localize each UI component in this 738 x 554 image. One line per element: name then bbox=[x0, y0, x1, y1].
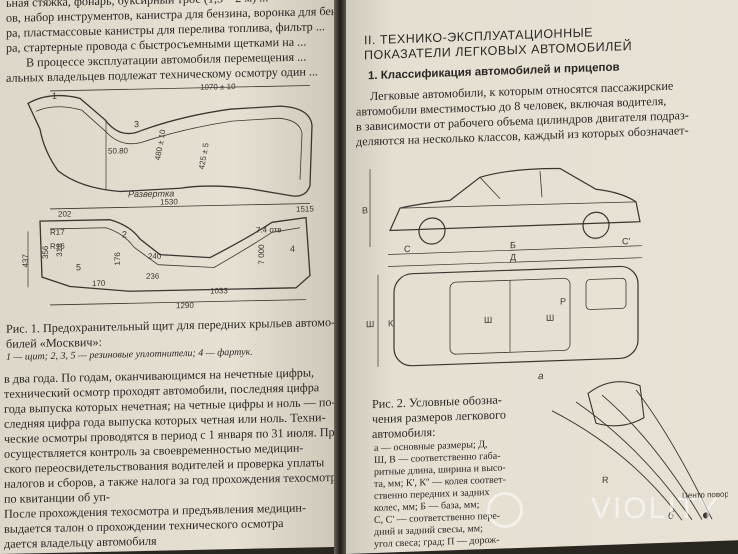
label-P: Р bbox=[560, 296, 566, 306]
part-3-label: 3 bbox=[134, 119, 139, 129]
rear-wheel bbox=[582, 211, 610, 239]
part-5-label: 5 bbox=[76, 262, 81, 272]
dim-318-label: 318 bbox=[55, 243, 64, 257]
label-K: К bbox=[388, 318, 394, 328]
part-4-label: 4 bbox=[290, 244, 295, 254]
dim-176-label: 176 bbox=[113, 252, 122, 266]
label-R: R bbox=[602, 475, 609, 485]
dim-1033-label: 1033 bbox=[210, 286, 228, 295]
part-2-label: 2 bbox=[122, 229, 127, 239]
label-B: Б bbox=[510, 240, 516, 250]
front-wheel bbox=[418, 217, 446, 245]
car-turning-outline bbox=[587, 381, 645, 427]
dim-1530-label: 1530 bbox=[160, 197, 178, 206]
dim-top-label: 1070 ± 10 bbox=[200, 82, 236, 92]
caption2-title-3: автомобиля: bbox=[372, 424, 436, 442]
label-b: б bbox=[668, 510, 674, 522]
watermark-logo-icon bbox=[487, 492, 523, 528]
r16-label: R16 bbox=[50, 242, 65, 251]
part-1-label: 1 bbox=[52, 91, 57, 101]
center-of-turn-label: Центр поворота bbox=[682, 489, 728, 500]
figure-1-shield-drawing: 1070 ± 10 50.80 480 ± 10 425 ± 5 Разверт… bbox=[21, 82, 314, 310]
car-side-body bbox=[389, 167, 641, 232]
label-Sh-seat-rear: Ш bbox=[546, 313, 554, 323]
label-D: Д bbox=[510, 252, 516, 262]
label-C: С bbox=[404, 244, 411, 254]
razvertka-label: Развертка bbox=[128, 188, 174, 199]
dim-7-4-label: 7.4 отв bbox=[256, 225, 282, 235]
dim-480-label: 480 ± 10 bbox=[153, 128, 167, 161]
right-page: II. ТЕХНИКО-ЭКСПЛУАТАЦИОННЫЕ ПОКАЗАТЕЛИ … bbox=[346, 0, 738, 554]
dim-1290-label: 1290 bbox=[176, 301, 194, 310]
dim-236-label: 236 bbox=[146, 272, 160, 281]
dim-1515-label: 1515 bbox=[296, 204, 314, 213]
label-V: В bbox=[362, 205, 368, 215]
caption-title: Рис. 1. Предохранительный щит для передн… bbox=[6, 314, 334, 336]
body-line-12: дается владельцу автомобиля bbox=[4, 533, 157, 551]
dim-356-label: 356 bbox=[41, 245, 50, 259]
label-Sh-seat-front: Ш bbox=[484, 315, 492, 325]
figure-2b-turning-radius: Центр поворота R б bbox=[551, 381, 728, 522]
car-top-body bbox=[393, 265, 639, 367]
left-page: ьная стяжка, фонарь, буксирный трос (1,5… bbox=[0, 0, 334, 554]
figure-2a-car-dimensions: В Б Д С С' Ш К Ш Ш Р а bbox=[362, 167, 642, 382]
dim-170-label: 170 bbox=[92, 279, 106, 288]
label-Sh: Ш bbox=[366, 319, 374, 329]
dim-240-label: 240 bbox=[148, 252, 162, 261]
dim-7000-label: 7 000 bbox=[257, 244, 266, 265]
subheading: 1. Классификация автомобилей и прицепов bbox=[368, 61, 620, 83]
dim-5080-label: 50.80 bbox=[108, 146, 129, 155]
caption2-title-2: чения размеров легкового bbox=[372, 407, 506, 427]
label-a: а bbox=[538, 371, 544, 382]
watermark: VIOLITY bbox=[590, 492, 720, 525]
r17-label: R17 bbox=[50, 228, 65, 237]
dim-202-label: 202 bbox=[58, 209, 72, 218]
dim-425-label: 425 ± 5 bbox=[197, 142, 211, 170]
book-gutter bbox=[334, 0, 346, 554]
label-C2: С' bbox=[622, 236, 630, 246]
dim-437-label: 437 bbox=[21, 253, 30, 267]
